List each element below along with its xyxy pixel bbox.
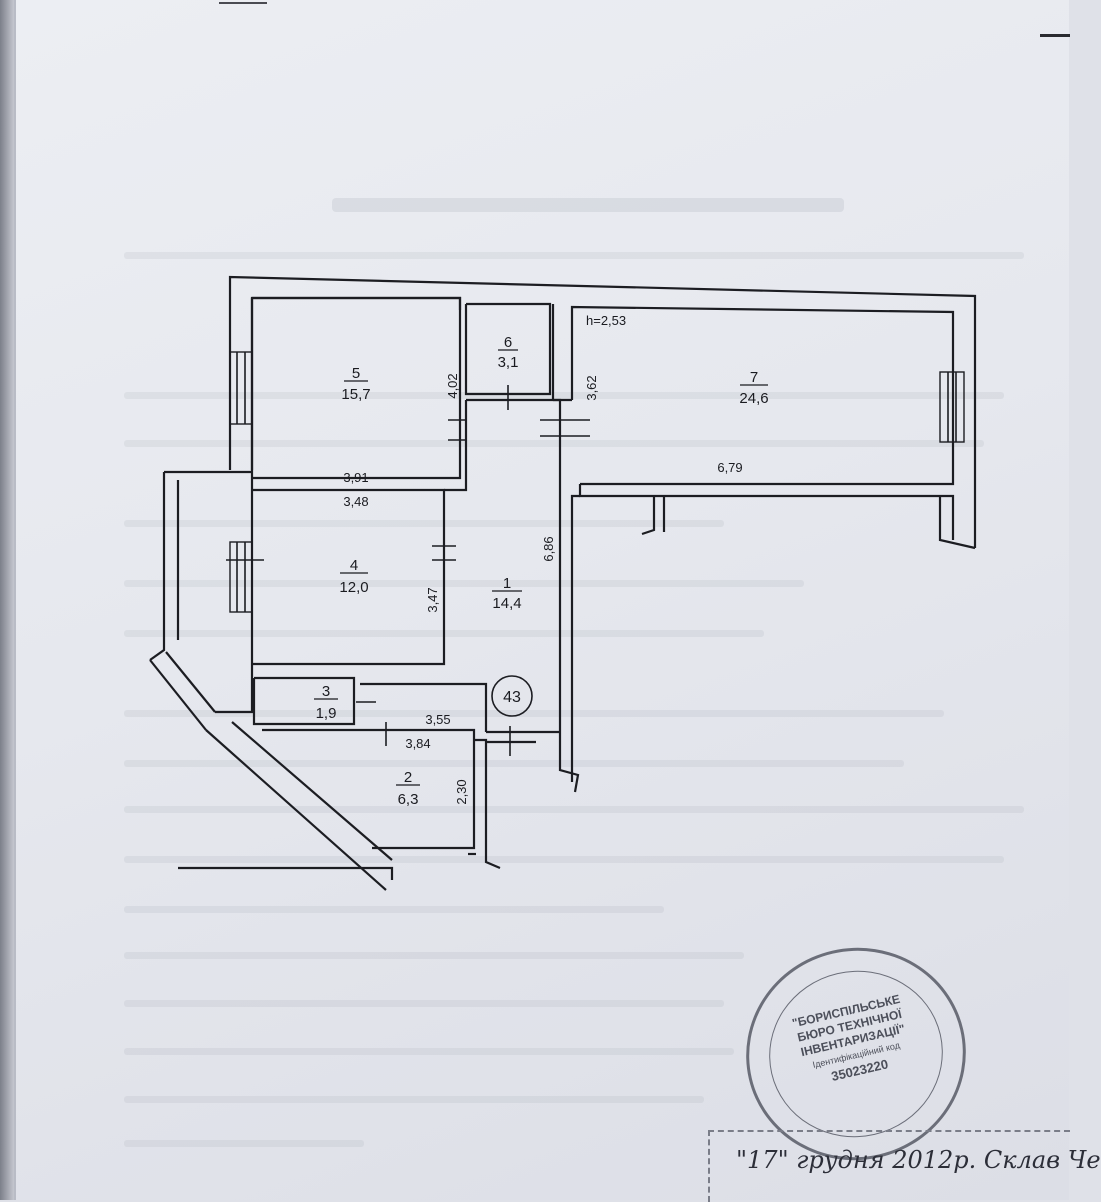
room-3-area: 1,9 <box>316 705 337 722</box>
room-6-walls <box>464 302 552 410</box>
faded-text-line <box>124 392 1004 399</box>
room-4-width-dim: 3,48 <box>343 494 368 509</box>
room-6-label: 6 3,1 <box>498 334 519 371</box>
room-7-number: 7 <box>750 369 758 386</box>
room-3-label: 3 1,9 <box>314 683 338 722</box>
room-4-height-dim: 3,47 <box>425 587 440 612</box>
room-6-area: 3,1 <box>498 354 519 371</box>
apartment-number: 43 <box>503 689 521 706</box>
faded-text-line <box>124 580 804 587</box>
dimension-labels: h=2,53 3,91 3,48 4,02 3,47 6,86 3,62 6,7… <box>343 313 742 805</box>
room-1-number: 1 <box>503 575 511 592</box>
room-7-label: 7 24,6 <box>739 369 768 407</box>
room-5-width-dim: 3,91 <box>343 470 368 485</box>
room-5-area: 15,7 <box>341 386 370 403</box>
room-4-number: 4 <box>350 557 358 574</box>
faded-text-line <box>124 856 1004 863</box>
corridor-length-dim: 6,86 <box>541 536 556 561</box>
room-3-walls <box>252 676 488 746</box>
room-2-walls <box>262 728 501 870</box>
corner-mark <box>1040 34 1070 37</box>
room-5-walls <box>252 296 466 480</box>
room-6-number: 6 <box>504 334 512 351</box>
faded-text-line <box>124 952 744 959</box>
room-4-label: 4 12,0 <box>339 557 368 596</box>
room-2-width-dim: 3,84 <box>405 736 430 751</box>
room-4-area: 12,0 <box>339 579 368 596</box>
faded-text-line <box>124 1000 724 1007</box>
faded-text-line <box>124 806 1024 813</box>
room-5-height-dim: 4,02 <box>445 373 460 398</box>
room-1-walls <box>444 398 590 793</box>
room-7-height-dim: 3,62 <box>584 375 599 400</box>
faded-text-line <box>124 1096 704 1103</box>
room-1-label: 1 14,4 <box>492 575 522 612</box>
top-mark <box>219 2 267 4</box>
room-2-area: 6,3 <box>398 791 419 808</box>
handwritten-date: "17" грудня 2012р. Склав Че <box>736 1146 1101 1174</box>
faded-text-line <box>124 440 984 447</box>
paper-edge-shadow <box>0 0 14 1200</box>
faded-text-line <box>124 1048 734 1055</box>
room-1-area: 14,4 <box>492 595 521 612</box>
room-3-width-dim: 3,55 <box>425 712 450 727</box>
partition-stubs <box>641 496 976 550</box>
faded-text-line <box>124 252 1024 259</box>
room-3-number: 3 <box>322 683 330 700</box>
faded-text-line <box>124 520 724 527</box>
faded-text-line <box>124 710 944 717</box>
room-5-number: 5 <box>352 365 360 382</box>
windows <box>229 351 965 613</box>
room-2-number: 2 <box>404 769 412 786</box>
floor-plan: 5 15,7 6 3,1 7 24,6 4 12,0 1 14,4 3 1,9 … <box>149 275 977 891</box>
apartment-number-circle <box>491 675 533 717</box>
room-7-width-dim: 6,79 <box>717 460 742 475</box>
ceiling-height-label: h=2,53 <box>586 313 626 328</box>
apartment-number-badge: 43 <box>491 675 533 717</box>
faded-text-line <box>124 1140 364 1147</box>
room-2-height-dim: 2,30 <box>454 779 469 804</box>
room-4-walls <box>226 488 456 666</box>
outer-walls <box>149 275 977 891</box>
faded-heading <box>332 198 844 212</box>
room-5-label: 5 15,7 <box>341 365 370 403</box>
room-2-label: 2 6,3 <box>396 769 420 808</box>
signature-date-box: "17" грудня 2012р. Склав Че <box>708 1130 1101 1202</box>
faded-text-line <box>124 760 904 767</box>
document-page <box>14 0 1070 1200</box>
room-7-area: 24,6 <box>739 390 768 407</box>
faded-text-line <box>124 906 664 913</box>
